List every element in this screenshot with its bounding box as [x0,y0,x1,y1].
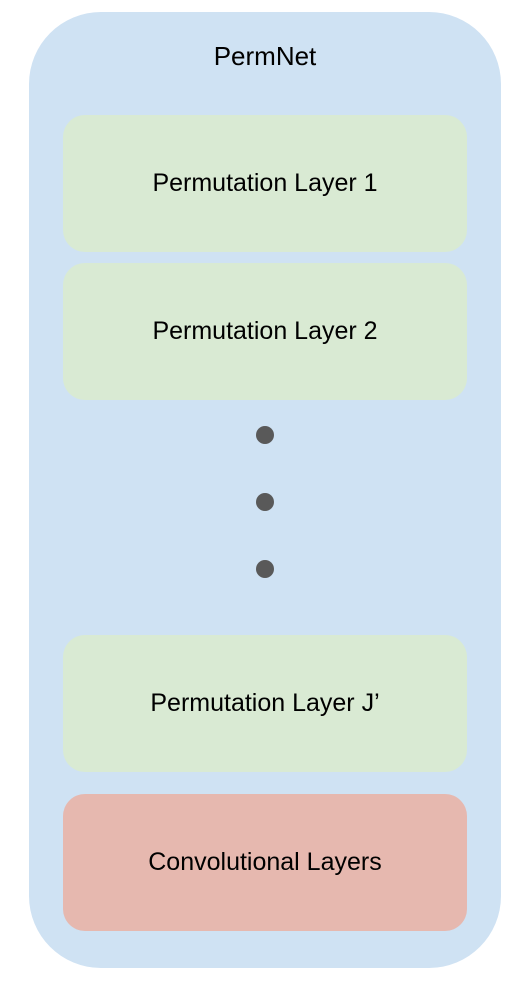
layer-label: Permutation Layer 2 [152,317,378,345]
layer-label: Permutation Layer J’ [150,689,380,717]
permutation-layer-j: Permutation Layer J’ [63,635,467,772]
permutation-layer-2: Permutation Layer 2 [63,263,467,400]
convolutional-layers: Convolutional Layers [63,794,467,931]
layer-label: Permutation Layer 1 [152,169,378,197]
layer-label: Convolutional Layers [148,848,382,876]
diagram-title: PermNet [213,41,317,71]
ellipsis-dot [256,493,274,511]
ellipsis-dot [256,426,274,444]
permutation-layer-1: Permutation Layer 1 [63,115,467,252]
ellipsis-dot [256,560,274,578]
permnet-container: PermNet Permutation Layer 1 Permutation … [29,12,501,968]
